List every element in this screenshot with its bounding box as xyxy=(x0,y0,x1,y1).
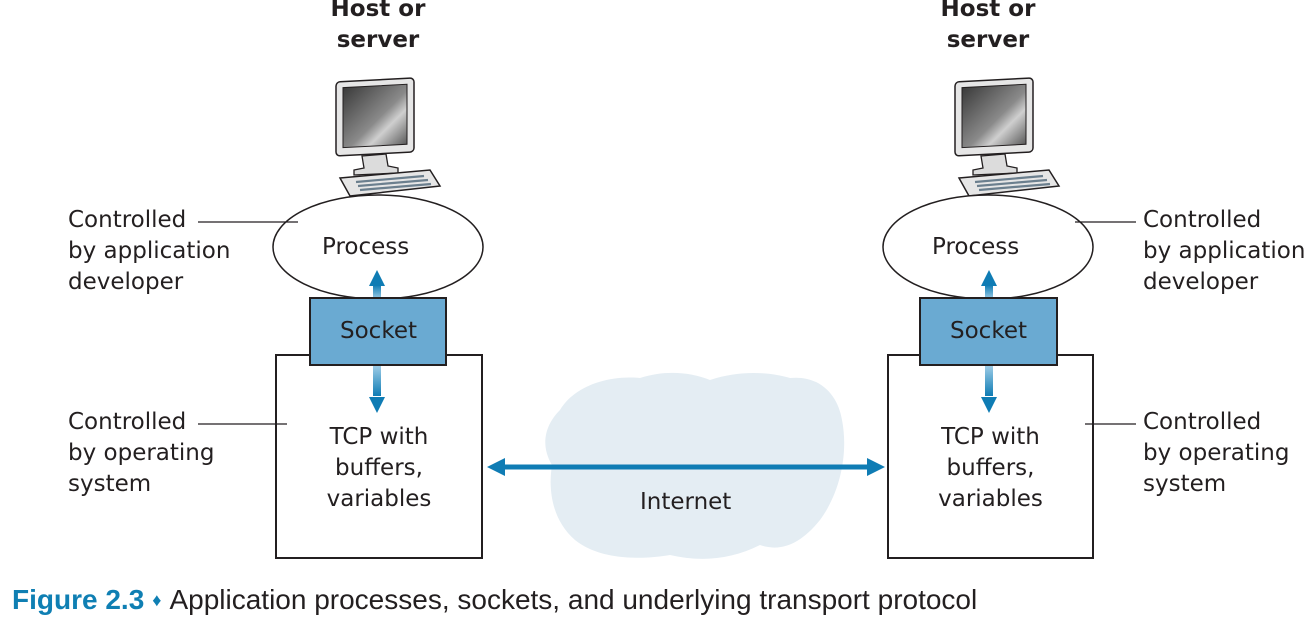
figure-number: Figure 2.3 xyxy=(12,584,145,615)
left-app-note-line3: developer xyxy=(68,269,184,295)
left-host-title: Host or server xyxy=(278,0,478,56)
right-app-note-line3: developer xyxy=(1143,269,1259,295)
left-computer-icon xyxy=(334,76,442,198)
internet-arrow-right-head-icon xyxy=(867,458,885,476)
diamond-separator-icon: ♦ xyxy=(152,590,162,610)
right-host-title-line1: Host or xyxy=(940,0,1036,22)
right-host xyxy=(882,76,1136,559)
left-up-arrowhead-icon xyxy=(369,270,385,286)
left-tcp-line1: TCP with xyxy=(329,424,429,450)
left-host xyxy=(198,76,484,559)
left-process-label: Process xyxy=(322,234,410,260)
right-process-label: Process xyxy=(932,234,1020,260)
right-host-title: Host or server xyxy=(888,0,1088,56)
right-os-note-line2: by operating xyxy=(1143,440,1290,466)
right-socket-label: Socket xyxy=(950,318,1027,344)
right-socket-box xyxy=(919,297,1058,366)
left-down-arrow-shaft xyxy=(373,366,381,396)
left-os-note-line2: by operating xyxy=(68,440,215,466)
internet-label: Internet xyxy=(640,489,732,515)
left-tcp-line3: variables xyxy=(326,486,432,512)
caption-text: Application processes, sockets, and unde… xyxy=(169,584,978,615)
right-computer-icon xyxy=(953,76,1061,198)
left-tcp-line2: buffers, xyxy=(335,455,423,481)
figure-caption: Figure 2.3 ♦ Application processes, socket… xyxy=(12,584,977,616)
left-up-arrow-shaft xyxy=(373,285,381,299)
right-app-note-line2: by application xyxy=(1143,238,1306,264)
left-os-note-line1: Controlled xyxy=(68,409,187,435)
left-os-note-line3: system xyxy=(68,471,152,497)
left-app-note-line1: Controlled xyxy=(68,207,187,233)
right-down-arrowhead-icon xyxy=(981,397,997,413)
right-app-note: Controlled by application developer xyxy=(1143,205,1305,298)
left-down-arrowhead-icon xyxy=(369,397,385,413)
left-app-note: Controlled by application developer xyxy=(68,205,230,298)
left-os-note: Controlled by operating system xyxy=(68,407,214,500)
left-host-title-line1: Host or xyxy=(330,0,426,22)
left-socket-label: Socket xyxy=(340,318,417,344)
right-os-note-line1: Controlled xyxy=(1143,409,1262,435)
right-os-note-line3: system xyxy=(1143,471,1227,497)
right-tcp-line3: variables xyxy=(938,486,1043,512)
right-app-note-line1: Controlled xyxy=(1143,207,1262,233)
right-host-title-line2: server xyxy=(946,27,1030,53)
right-tcp-line2: buffers, xyxy=(946,455,1035,481)
left-tcp-label: TCP with buffers, variables xyxy=(276,422,482,515)
left-app-note-line2: by application xyxy=(68,238,231,264)
internet-arrow-left-head-icon xyxy=(487,458,505,476)
right-tcp-label: TCP with buffers, variables xyxy=(888,422,1093,515)
left-host-title-line2: server xyxy=(336,27,420,53)
left-socket-box xyxy=(309,297,447,366)
right-os-note: Controlled by operating system xyxy=(1143,407,1289,500)
right-up-arrow-shaft xyxy=(985,285,993,299)
right-up-arrowhead-icon xyxy=(981,270,997,286)
right-down-arrow-shaft xyxy=(985,366,993,396)
right-tcp-line1: TCP with xyxy=(941,424,1040,450)
right-tcp-box xyxy=(887,354,1094,559)
